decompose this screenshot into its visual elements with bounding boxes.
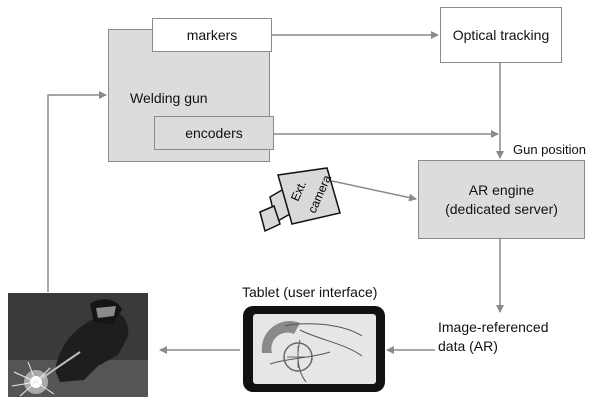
markers-box: markers [152,18,272,52]
welding-gun-label: Welding gun [130,90,208,106]
image-referenced-line1: Image-referenced [438,319,549,335]
image-referenced-line2: data (AR) [438,338,498,354]
encoders-box: encoders [154,116,274,150]
ar-engine-line2: (dedicated server) [445,200,558,217]
image-referenced-label: Image-referenced data (AR) [438,318,588,356]
arrow-camera-to-ar [331,180,417,202]
welder-photo [8,293,148,397]
ar-engine-line1: AR engine [468,181,535,198]
encoders-label: encoders [185,124,243,141]
arrow-welder-to-gun [47,91,107,292]
markers-label: markers [186,26,238,43]
tablet-label: Tablet (user interface) [242,284,378,300]
optical-tracking-label: Optical tracking [452,26,550,43]
optical-tracking-box: Optical tracking [440,7,562,63]
camera-icon [259,167,341,233]
tablet-icon [243,306,385,392]
gun-position-label: Gun position [513,142,586,157]
ar-engine-box: AR engine (dedicated server) [418,160,585,239]
